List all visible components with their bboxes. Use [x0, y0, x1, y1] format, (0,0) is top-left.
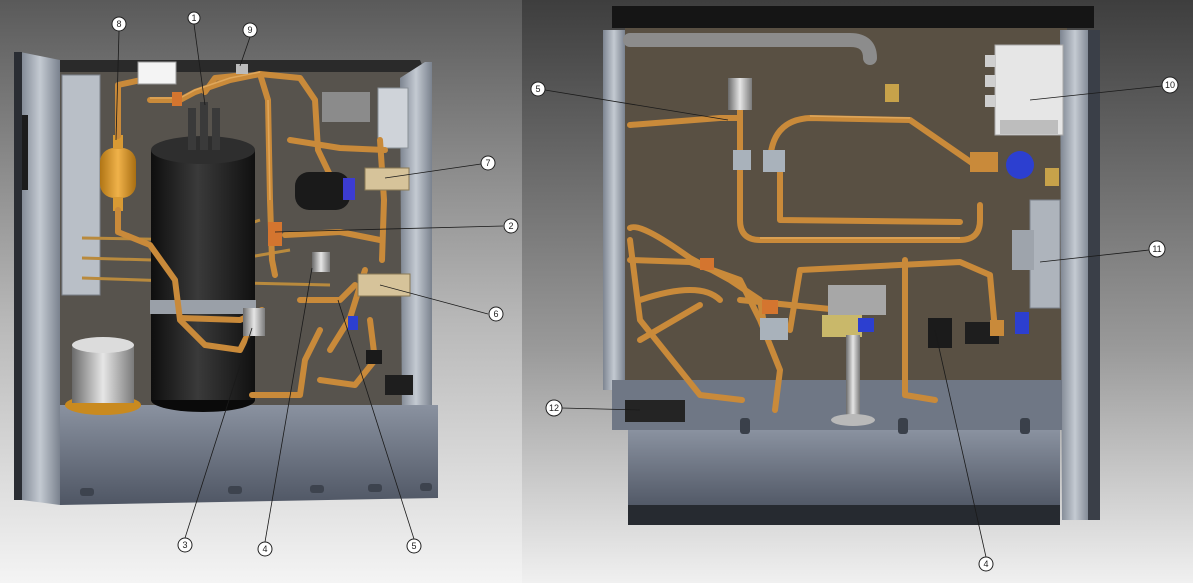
left-copper-highlights: [150, 71, 271, 201]
pressure-switch: [137, 61, 177, 85]
callout-6: 6: [488, 306, 504, 322]
left-base-tray: [60, 405, 438, 505]
clamp-left: [366, 350, 382, 364]
callout-1: 1: [187, 11, 201, 25]
valve-block-7: [364, 167, 410, 191]
fan-motor: [65, 337, 141, 415]
callout-5-right-label: 5: [535, 84, 540, 94]
right-tray-bumps: [740, 418, 1030, 434]
sensor-4-right: [928, 318, 952, 348]
callout-6-label: 6: [493, 309, 498, 319]
left-right-bracket: [377, 87, 409, 149]
filter-drier: [100, 135, 136, 211]
top-fitting: [236, 64, 248, 74]
clamp-right-3: [760, 318, 788, 340]
callout-7-label: 7: [485, 158, 490, 168]
left-top-rail: [40, 60, 425, 72]
sensor-4: [312, 252, 330, 272]
callout-4-right: 4: [978, 556, 994, 572]
callout-11: 11: [1148, 240, 1166, 258]
callout-5-left-label: 5: [411, 541, 416, 551]
tee-fitting: [268, 222, 282, 246]
sight-glass: [1006, 151, 1034, 179]
sight-elbow: [970, 152, 998, 172]
right-view: [603, 6, 1100, 525]
right-copper-highlights: [760, 115, 960, 239]
callout-9: 9: [242, 22, 258, 38]
tee-right-2: [700, 258, 714, 270]
tee-right: [762, 300, 778, 314]
callout-layer: 1 2 3 4 5 6 7 8 9 5 10 11 12 4: [111, 11, 1179, 572]
suction-header-pipe: [623, 33, 877, 65]
left-inner-bracket: [61, 74, 101, 296]
reversing-valve: [295, 172, 355, 210]
service-port: [172, 92, 182, 106]
callout-10-label: 10: [1165, 80, 1175, 90]
callout-4-right-label: 4: [983, 559, 988, 569]
callout-2-label: 2: [508, 221, 513, 231]
mount-screw-2: [1045, 168, 1059, 186]
solenoid-coil: [322, 92, 370, 122]
left-side-slot: [18, 115, 28, 190]
connector-12: [625, 400, 685, 422]
left-side-frame: [20, 52, 60, 505]
callout-5-left: 5: [406, 538, 422, 554]
callout-8: 8: [111, 16, 127, 32]
callout-10: 10: [1161, 76, 1179, 94]
service-valve-assembly: [1012, 199, 1061, 334]
right-left-frame: [603, 30, 625, 390]
callout-2: 2: [503, 218, 519, 234]
connector-left: [385, 375, 413, 395]
clamp-right-2: [763, 150, 785, 172]
right-copper-piping: [627, 107, 998, 413]
right-base-tray: [628, 430, 1060, 510]
callout-4-left: 4: [257, 541, 273, 557]
callout-11-label: 11: [1152, 244, 1161, 254]
electronic-expansion-valve: [822, 285, 886, 426]
callout-12-label: 12: [549, 403, 559, 413]
valve-block-6: [357, 273, 411, 297]
callout-4-left-label: 4: [262, 544, 267, 554]
right-frame-edge: [1088, 30, 1100, 520]
right-right-frame: [1060, 30, 1090, 520]
blue-valve-left: [348, 316, 358, 330]
clamp-right-1: [733, 150, 751, 170]
right-base-foot: [628, 505, 1060, 525]
callout-9-label: 9: [247, 25, 252, 35]
sensor-3: [243, 308, 265, 336]
callout-8-label: 8: [116, 19, 121, 29]
left-tray-bumps: [80, 483, 432, 496]
leader-lines: [115, 23, 1163, 558]
elbow-right: [990, 320, 1004, 336]
callout-3: 3: [177, 537, 193, 553]
callout-3-label: 3: [182, 540, 187, 550]
callout-1-label: 1: [191, 13, 196, 23]
left-side-edge: [14, 52, 22, 500]
callout-5-right: 5: [530, 81, 546, 97]
mount-screw-1: [885, 84, 899, 102]
left-right-frame: [400, 62, 432, 425]
callout-7: 7: [480, 155, 496, 171]
callout-12: 12: [545, 399, 563, 417]
left-view: [14, 52, 438, 505]
right-top-bar: [612, 6, 1094, 28]
control-module: [985, 44, 1064, 136]
sensor-5-right: [728, 78, 752, 110]
